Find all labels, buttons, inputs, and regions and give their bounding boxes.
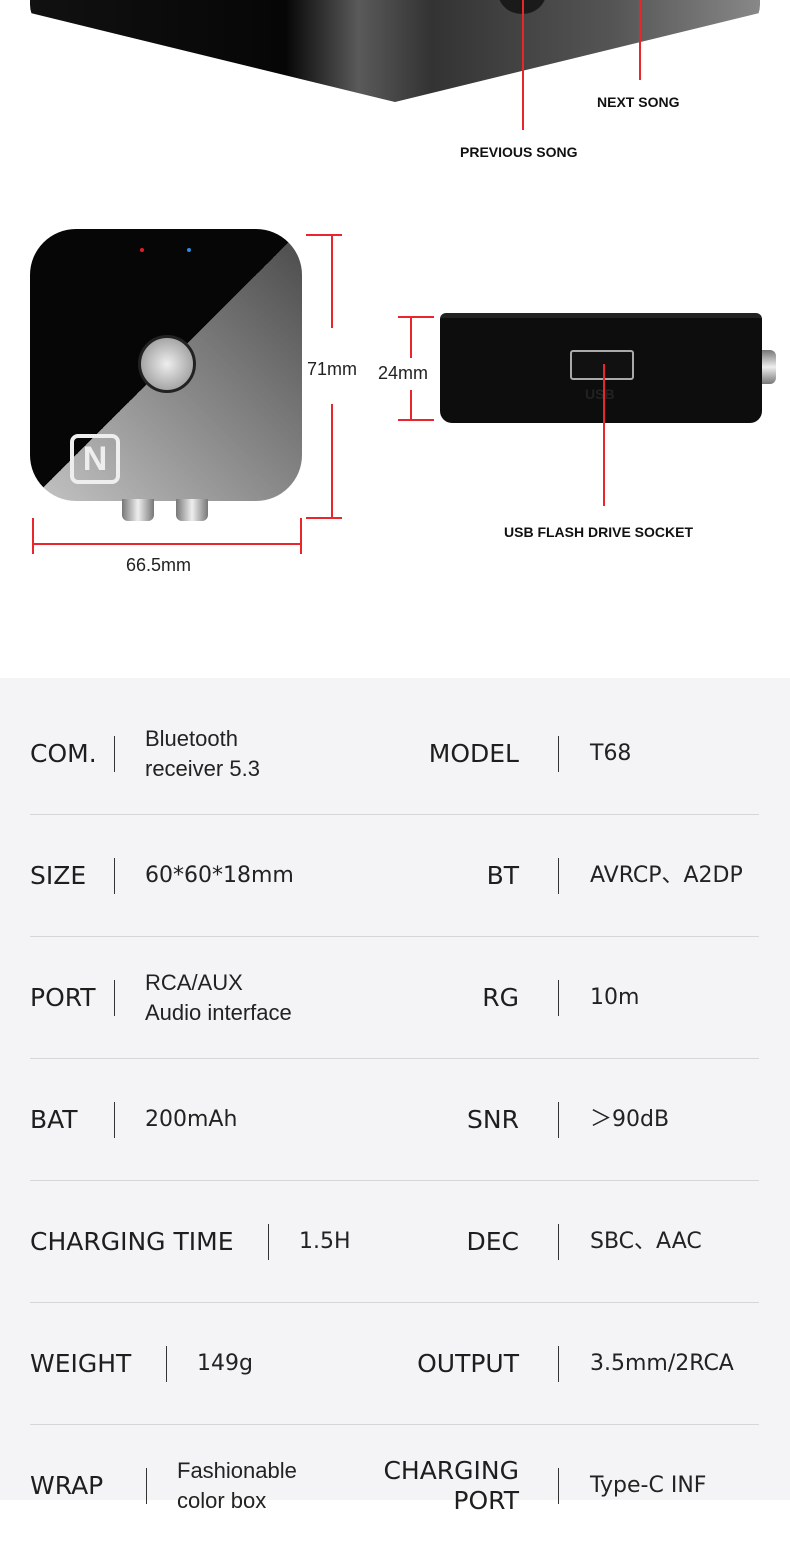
spec-label: SIZE: [30, 861, 87, 890]
spec-value: Fashionable: [177, 1458, 297, 1483]
row-divider: [30, 936, 759, 937]
divider: [558, 980, 559, 1016]
usb-socket-label: USB FLASH DRIVE SOCKET: [504, 524, 694, 540]
spec-value: 200mAh: [145, 1107, 238, 1132]
previous-song-label: PREVIOUS SONG: [460, 144, 578, 160]
spec-label: DEC: [466, 1227, 519, 1256]
usb-port-icon: [570, 350, 634, 380]
spec-label: MODEL: [428, 739, 519, 768]
dim-tick: [398, 419, 434, 421]
divider: [114, 736, 115, 772]
spec-label: OUTPUT: [417, 1349, 519, 1378]
spec-value: color box: [177, 1488, 267, 1513]
spec-label: BAT: [30, 1105, 78, 1134]
divider: [558, 736, 559, 772]
divider: [558, 858, 559, 894]
next-song-label: NEXT SONG: [597, 94, 680, 110]
rca-jack-icon: [122, 499, 154, 521]
divider: [558, 1346, 559, 1382]
spec-label: PORT: [30, 983, 96, 1012]
divider: [558, 1224, 559, 1260]
led-blue-icon: [187, 248, 191, 252]
spec-value: receiver 5.3: [145, 756, 260, 781]
spec-row: BAT 200mAh SNR ＞90dB: [30, 1059, 759, 1181]
dim-tick: [300, 518, 302, 554]
device-top-image: [30, 0, 760, 102]
spec-label: SNR: [467, 1105, 519, 1134]
spec-value: T68: [590, 741, 632, 766]
spec-row: WEIGHT 149g OUTPUT 3.5mm/2RCA: [30, 1303, 759, 1425]
spec-row: PORT RCA/AUX Audio interface RG 10m: [30, 937, 759, 1059]
row-divider: [30, 1180, 759, 1181]
previous-song-line: [522, 0, 524, 130]
row-divider: [30, 814, 759, 815]
dim-tick: [398, 316, 434, 318]
row-divider: [30, 1424, 759, 1425]
dim-line: [331, 404, 333, 518]
thickness-dimension: 24mm: [378, 363, 429, 383]
spec-label: RG: [482, 983, 519, 1012]
spec-value: 1.5H: [299, 1229, 351, 1254]
width-dimension: 66.5mm: [126, 555, 192, 575]
led-red-icon: [140, 248, 144, 252]
spec-value: AVRCP、A2DP: [590, 863, 743, 888]
dim-line: [410, 316, 412, 358]
spec-value: Audio interface: [145, 1000, 292, 1025]
spec-label: BT: [486, 861, 519, 890]
spec-value: Type-C INF: [590, 1473, 707, 1498]
divider: [558, 1468, 559, 1504]
usb-port-label: USB: [585, 386, 615, 402]
divider: [268, 1224, 269, 1260]
spec-row: COM. Bluetooth receiver 5.3 MODEL T68: [30, 693, 759, 815]
spec-label: CHARGING TIME: [30, 1227, 234, 1256]
divider: [166, 1346, 167, 1382]
spec-label: PORT: [453, 1486, 519, 1515]
dim-line: [32, 543, 302, 545]
dim-tick: [32, 518, 34, 554]
dim-line: [331, 234, 333, 328]
divider: [114, 858, 115, 894]
dim-tick: [306, 517, 342, 519]
spec-label: WEIGHT: [30, 1349, 132, 1378]
spec-row: CHARGING TIME 1.5H DEC SBC、AAC: [30, 1181, 759, 1303]
nfc-icon: N: [70, 434, 120, 484]
height-dimension: 71mm: [307, 359, 358, 379]
spec-value: 3.5mm/2RCA: [590, 1351, 734, 1376]
spec-value: 149g: [197, 1351, 253, 1376]
dim-tick: [306, 234, 342, 236]
spec-value: Bluetooth: [145, 726, 238, 751]
usb-callout-line: [603, 364, 605, 506]
divider: [146, 1468, 147, 1504]
spec-label: CHARGING: [383, 1456, 519, 1485]
divider: [558, 1102, 559, 1138]
spec-value: 60*60*18mm: [145, 863, 294, 888]
rca-jack-icon: [176, 499, 208, 521]
side-jack-icon: [762, 350, 776, 384]
spec-value: SBC、AAC: [590, 1229, 702, 1254]
row-divider: [30, 1302, 759, 1303]
divider: [114, 980, 115, 1016]
spec-value: 10m: [590, 985, 640, 1010]
spec-label: WRAP: [30, 1471, 104, 1500]
next-song-line: [639, 0, 641, 80]
spec-row: SIZE 60*60*18mm BT AVRCP、A2DP: [30, 815, 759, 937]
spec-value: ＞90dB: [590, 1107, 670, 1132]
power-knob-icon: [138, 335, 196, 393]
spec-value: RCA/AUX: [145, 970, 243, 995]
dim-line: [410, 390, 412, 420]
spec-label: COM.: [30, 739, 97, 768]
row-divider: [30, 1058, 759, 1059]
divider: [114, 1102, 115, 1138]
